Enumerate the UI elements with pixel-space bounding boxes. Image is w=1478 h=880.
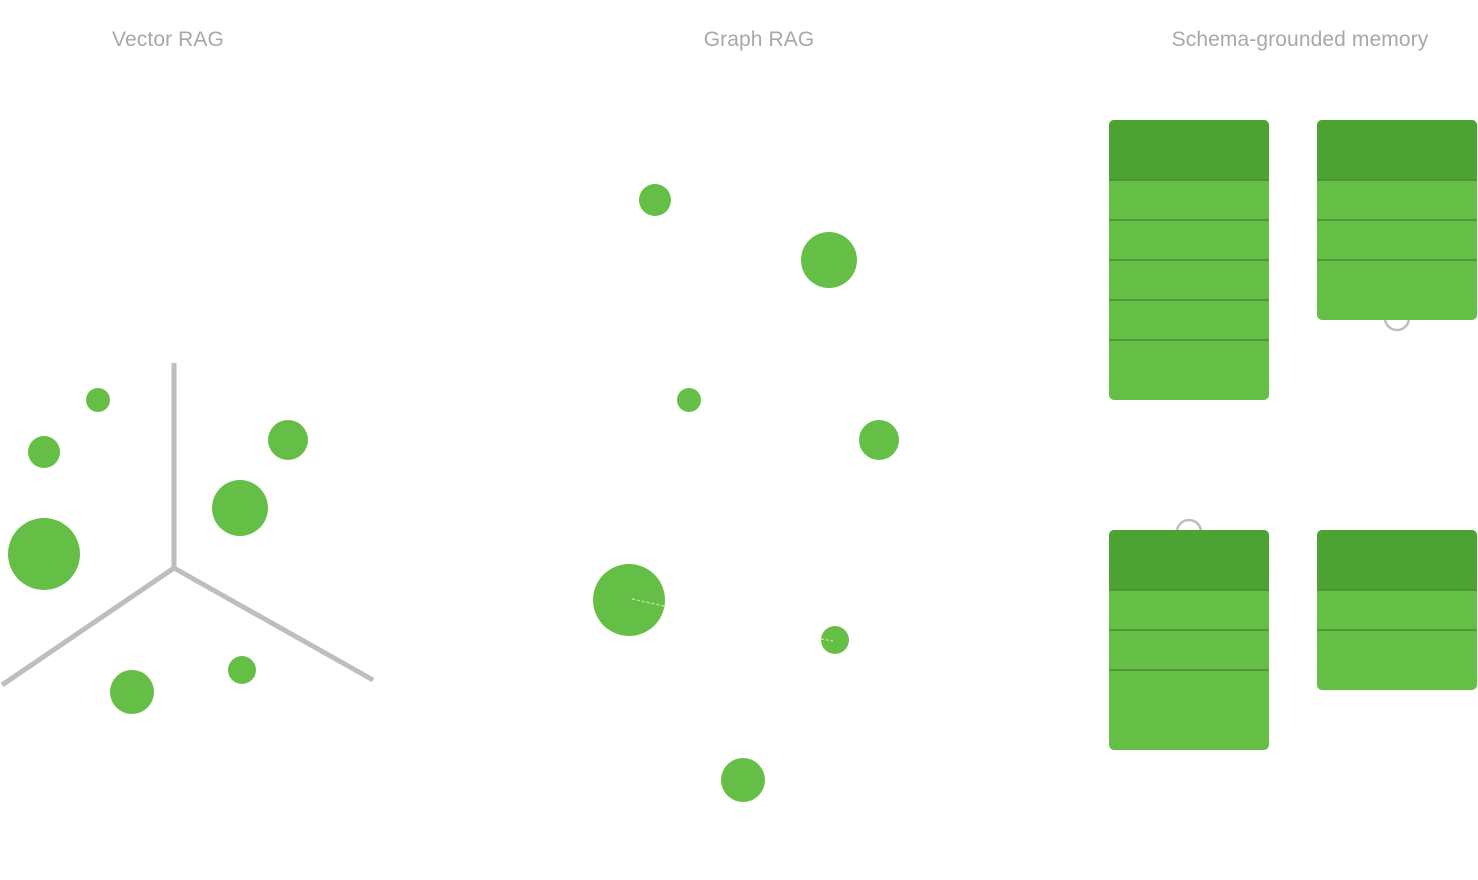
graph-node	[859, 420, 899, 460]
embedding-point	[228, 656, 256, 684]
embedding-point	[86, 388, 110, 412]
graph-edge	[631, 598, 665, 607]
schema-table	[1109, 120, 1269, 400]
table-header	[1109, 530, 1269, 590]
axis-line-2	[172, 565, 375, 683]
graph-edge	[820, 638, 834, 642]
vector-rag-panel	[0, 363, 375, 714]
graph-rag-panel	[593, 184, 899, 802]
panel-title-graph-rag: Graph RAG	[703, 28, 815, 51]
graph-node	[639, 184, 671, 216]
table-header	[1317, 530, 1477, 590]
embedding-point	[212, 480, 268, 536]
axis-line-1	[0, 565, 176, 688]
graph-node	[593, 564, 665, 636]
panel-title-schema-memory: Schema-grounded memory	[1171, 28, 1429, 51]
embedding-point	[8, 518, 80, 590]
graph-node	[677, 388, 701, 412]
embedding-point	[28, 436, 60, 468]
graph-node	[721, 758, 765, 802]
panel-title-vector-rag: Vector RAG	[112, 28, 224, 51]
graph-node	[801, 232, 857, 288]
embedding-point	[268, 420, 308, 460]
table-header	[1317, 120, 1477, 180]
schema-table	[1317, 530, 1477, 690]
table-header	[1109, 120, 1269, 180]
schema-table	[1317, 120, 1477, 320]
embedding-point	[110, 670, 154, 714]
schema-table	[1109, 530, 1269, 750]
schema-memory-panel	[1109, 120, 1477, 750]
graph-node	[821, 626, 849, 654]
